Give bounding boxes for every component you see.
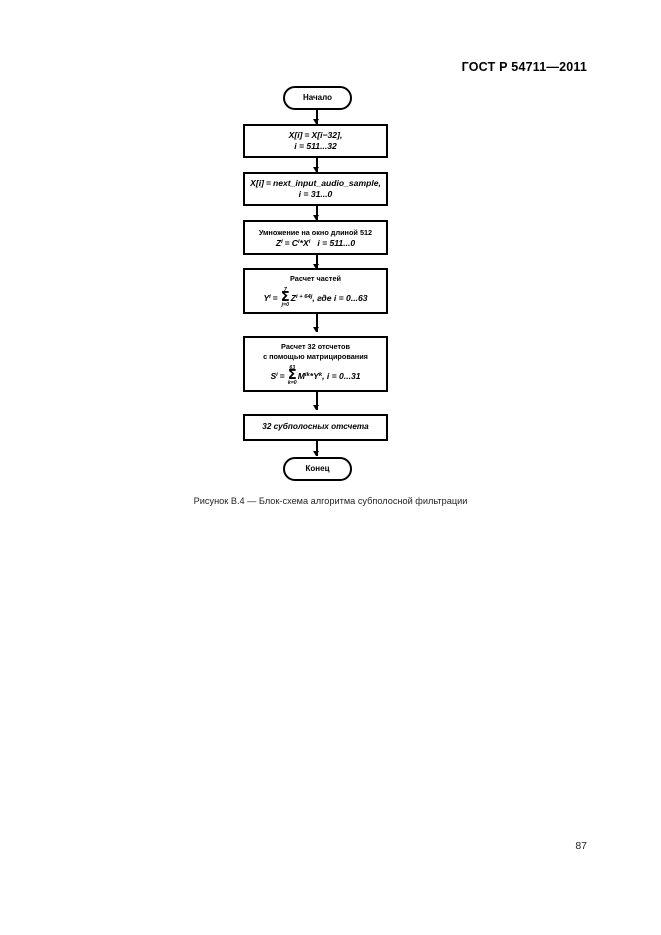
flow-node-output-subband-samples: 32 субполосных отсчета [243, 414, 388, 441]
partial-tail: , где i = 0...63 [312, 292, 368, 303]
matrix-lhs-sub: i [276, 372, 278, 379]
flow-node-partial-title: Расчет частей [290, 273, 341, 283]
window-lhs: Z [275, 237, 282, 248]
arrowhead-matrix-to-output [313, 405, 319, 410]
arrowhead-shift-to-input [313, 167, 319, 172]
matrix-mul-sub: k [318, 372, 323, 379]
window-mul: *X [299, 237, 309, 248]
partial-term: Z [290, 292, 296, 303]
sum-upper-limit: 63 [289, 364, 296, 371]
sum-upper-limit: 7 [283, 286, 287, 293]
sigma-icon: Σ [280, 289, 290, 305]
flow-node-start-label: Начало [303, 93, 332, 102]
document-header-standard-number: ГОСТ Р 54711—2011 [461, 60, 587, 74]
partial-term-sub: i + 64j [295, 294, 313, 301]
connector-shift-to-input [316, 158, 318, 172]
flowchart-diagram: Начало X[i] = X[i−32], i = 511...32 X[i]… [243, 86, 388, 481]
arrowhead-output-to-end [313, 451, 319, 456]
connector-matrix-to-output [316, 392, 318, 410]
flow-node-read-input-sample: X[i] = next_input_audio_sample, i = 31..… [243, 172, 388, 206]
window-range: i = 511...0 [317, 237, 356, 248]
flow-node-shift-formula-line2: i = 511...32 [294, 141, 337, 151]
input-eq: = [265, 178, 271, 189]
arrowhead-start-to-shift [313, 119, 319, 124]
matrix-mul: *Y [309, 370, 319, 381]
shift-lhs: X[i] [288, 130, 303, 141]
partial-lhs: Y [263, 292, 270, 303]
window-rhs: C [291, 237, 298, 248]
window-rhs-sub: i [297, 239, 300, 246]
connector-partial-to-matrix [316, 314, 318, 332]
sigma-icon: Σ [287, 368, 297, 384]
window-lhs-sub: i [281, 239, 283, 246]
connector-start-to-shift [316, 110, 318, 124]
matrix-term-sub: ik [304, 372, 310, 379]
input-rhs: next_input_audio_sample, [272, 178, 381, 189]
shift-eq: = [304, 130, 310, 141]
sum-lower-limit: j=0 [281, 302, 289, 309]
connector-window-to-partial [316, 255, 318, 269]
page-number: 87 [575, 840, 587, 852]
flow-node-matrix-title-line1: Расчет 32 отсчетов [281, 341, 350, 351]
flow-node-matrix-title-line2: с помощью матрицирования [263, 351, 368, 361]
connector-output-to-end [316, 441, 318, 456]
summation-operator: 63 Σ k=0 [287, 364, 297, 387]
partial-lhs-sub: i [269, 294, 271, 301]
matrix-eq: = [279, 370, 285, 381]
arrowhead-partial-to-matrix [313, 327, 319, 332]
flow-node-end: Конец [283, 457, 352, 481]
flow-node-output-label: 32 субполосных отсчета [262, 422, 369, 432]
flow-node-matrix-calculation: Расчет 32 отсчетов с помощью матрицирова… [243, 336, 388, 392]
flow-node-input-formula-line1: X[i] = next_input_audio_sample, [250, 179, 381, 188]
arrowhead-input-to-window [313, 215, 319, 220]
input-lhs: X[i] [250, 178, 264, 189]
connector-input-to-window [316, 206, 318, 220]
matrix-term: M [297, 370, 305, 381]
flow-node-shift-formula-line1: X[i] = X[i−32], [289, 131, 343, 140]
sum-lower-limit: k=0 [287, 380, 297, 387]
flow-node-start: Начало [283, 86, 352, 110]
window-eq: = [284, 237, 290, 248]
flow-node-end-label: Конец [305, 464, 330, 473]
matrix-tail: , i = 0...31 [322, 370, 361, 381]
flow-node-window-title: Умножение на окно длиной 512 [258, 227, 373, 237]
arrowhead-window-to-partial [313, 264, 319, 269]
partial-eq: = [272, 292, 278, 303]
summation-operator: 7 Σ j=0 [280, 286, 290, 309]
flow-node-shift-samples: X[i] = X[i−32], i = 511...32 [243, 124, 388, 158]
shift-rhs: X[i−32], [311, 130, 343, 141]
window-mul-sub: i [308, 239, 311, 246]
flow-node-input-formula-line2: i = 31...0 [298, 189, 333, 199]
matrix-lhs: S [270, 370, 277, 381]
figure-caption: Рисунок В.4 — Блок-схема алгоритма субпо… [193, 496, 468, 506]
